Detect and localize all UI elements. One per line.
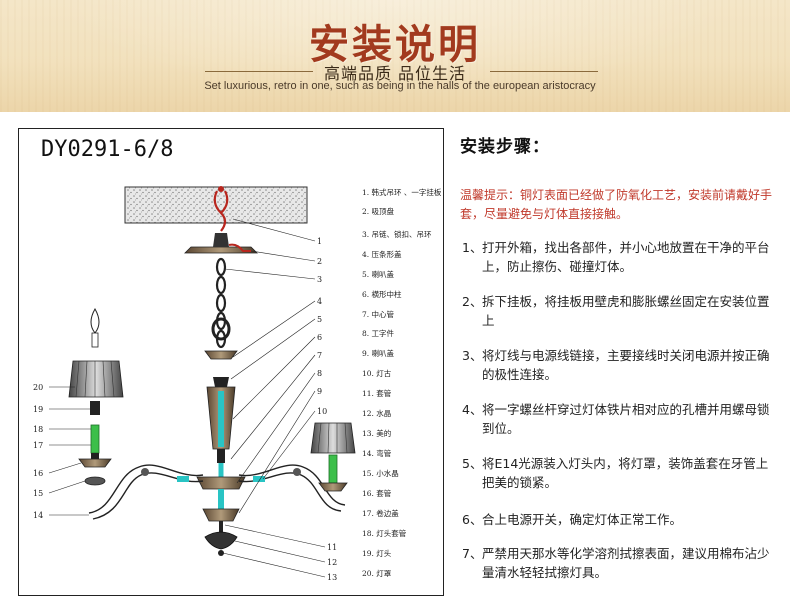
callout-12: 12 [327, 558, 337, 567]
callout-11: 11 [327, 543, 337, 552]
callout-3: 3 [317, 275, 322, 284]
step-number: 7、 [462, 546, 483, 561]
left-callout-numbers: 20 19 18 17 16 15 14 [33, 383, 43, 520]
part-item: 17. 卷边盖 [362, 509, 399, 518]
callout-16: 16 [33, 469, 43, 478]
ceiling-hook [218, 186, 224, 192]
step-number: 5、 [462, 456, 483, 471]
callout-15: 15 [33, 489, 43, 498]
step-item: 5、 将E14光源装入灯头内，将灯罩，装饰盖套在牙管上把美的锁紧。 [462, 454, 780, 492]
callout-1: 1 [317, 237, 322, 246]
callout-14: 14 [33, 511, 43, 520]
banner-subtitle: 高端品质 品位生活 [323, 64, 467, 83]
right-glass-sleeve [328, 454, 338, 484]
part-item: 6. 横形中柱 [362, 290, 402, 299]
callout-9: 9 [317, 387, 322, 396]
callout-5: 5 [317, 315, 322, 324]
warm-tip: 温馨提示：铜灯表面已经做了防氧化工艺，安装前请戴好手套，尽量避免与灯体直接接触。 [460, 186, 778, 224]
callout-2: 2 [317, 257, 322, 266]
part-item: 10. 灯古 [362, 369, 392, 378]
bottom-finial [204, 531, 238, 550]
part-item: 19. 灯头 [362, 549, 392, 558]
step-text: 拆下挂板，将挂板用壁虎和膨胀螺丝固定在安装位置上 [482, 294, 770, 328]
callout-8: 8 [317, 369, 322, 378]
lower-bowl [196, 476, 246, 490]
step-number: 4、 [462, 402, 483, 417]
center-pipe-glass [218, 391, 224, 447]
canopy-red-wire [228, 243, 251, 252]
part-item: 5. 喇叭盖 [362, 270, 395, 279]
tip-text: 铜灯表面已经做了防氧化工艺，安装前请戴好手套，尽量避免与灯体直接接触。 [460, 188, 773, 221]
arm-crystal-left [177, 476, 189, 482]
step-item: 3、 将灯线与电源线链接，主要接线时关闭电源并按正确的极性连接。 [462, 346, 780, 384]
part-item: 11. 套管 [362, 389, 392, 398]
callout-17: 17 [33, 441, 43, 450]
part-item: 20. 灯罩 [362, 569, 392, 578]
right-leader-lines [222, 218, 326, 578]
step-text: 严禁用天那水等化学溶剂拭擦表面，建议用棉布沾少量清水轻轻拭擦灯具。 [482, 546, 770, 580]
part-item: 8. 工字件 [362, 329, 395, 338]
part-item: 2. 吸顶盘 [362, 207, 395, 216]
right-callout-numbers: 1 2 3 4 5 6 7 8 9 10 11 12 13 [317, 237, 337, 582]
part-item: 18. 灯头套管 [362, 529, 407, 538]
callout-4: 4 [317, 297, 322, 306]
step-number: 2、 [462, 294, 483, 309]
arm-crystal-right [253, 476, 265, 482]
divider-left [205, 71, 313, 72]
part-item: 9. 喇叭盖 [362, 349, 395, 358]
step-text: 将一字螺丝杆穿过灯体铁片相对应的孔槽并用螺母锁到位。 [482, 402, 770, 436]
step-item: 4、 将一字螺丝杆穿过灯体铁片相对应的孔槽并用螺母锁到位。 [462, 400, 780, 438]
left-bobeche [78, 458, 112, 468]
callout-18: 18 [33, 425, 43, 434]
part-item: 3. 吊链、锁扣、吊环 [362, 230, 432, 239]
step-number: 6、 [462, 512, 483, 527]
callout-7: 7 [317, 351, 322, 360]
part-item: 14. 弯管 [362, 449, 392, 458]
model-number: DY0291-6/8 [41, 137, 174, 162]
ceiling-canopy [184, 246, 258, 254]
steps-heading: 安装步骤： [460, 137, 550, 157]
part-item: 12. 水晶 [362, 409, 392, 418]
part-item: 7. 中心管 [362, 310, 395, 319]
callout-20: 20 [33, 383, 43, 392]
part-item: 4. 压条形盖 [362, 250, 402, 259]
left-leader-lines [48, 386, 91, 516]
banner-english-tagline: Set luxurious, retro in one, such as bei… [204, 80, 596, 92]
step-text: 将灯线与电源线链接，主要接线时关闭电源并按正确的极性连接。 [482, 348, 770, 382]
callout-19: 19 [33, 405, 43, 414]
part-item: 13. 美的 [362, 429, 392, 438]
hanging-chain [213, 190, 229, 232]
step-text: 将E14光源装入灯头内，将灯罩，装饰盖套在牙管上把美的锁紧。 [482, 456, 769, 490]
chain-links [215, 257, 227, 349]
candle-bulb [90, 307, 100, 334]
part-item: 16. 套管 [362, 489, 392, 498]
callout-10: 10 [317, 407, 327, 416]
part-item: 1. 韩式吊环 、一字挂板 [362, 188, 442, 197]
step-item: 1、 打开外箱，找出各部件，并小心地放置在干净的平台上，防止擦伤、碰撞灯体。 [462, 238, 780, 276]
top-cup [204, 350, 238, 360]
step-number: 1、 [462, 240, 483, 255]
hanging-ring [211, 317, 231, 341]
header-banner: 安装说明 高端品质 品位生活 Set luxurious, retro in o… [0, 0, 790, 112]
part-item: 15. 小水晶 [362, 469, 399, 478]
chandelier-drawing: 1 2 3 4 5 6 7 8 9 10 11 12 13 20 19 18 1… [33, 186, 356, 582]
divider-right [490, 71, 598, 72]
chandelier-diagram: DY0291-6/8 [18, 128, 444, 596]
tip-label: 温馨提示： [460, 188, 521, 202]
left-lampshade [68, 360, 124, 398]
left-glass-sleeve [90, 424, 100, 454]
step-item: 7、 严禁用天那水等化学溶剂拭擦表面，建议用棉布沾少量清水轻轻拭擦灯具。 [462, 544, 780, 582]
step-item: 2、 拆下挂板，将挂板用壁虎和膨胀螺丝固定在安装位置上 [462, 292, 780, 330]
step-text: 合上电源开关，确定灯体正常工作。 [482, 512, 683, 527]
callout-6: 6 [317, 333, 322, 342]
right-lampshade [310, 422, 356, 454]
step-item: 6、 合上电源开关，确定灯体正常工作。 [462, 510, 780, 529]
step-text: 打开外箱，找出各部件，并小心地放置在干净的平台上，防止擦伤、碰撞灯体。 [482, 240, 770, 274]
step-number: 3、 [462, 348, 483, 363]
subtitle-row: 高端品质 品位生活 [0, 60, 790, 83]
callout-13: 13 [327, 573, 337, 582]
center-column-top [213, 377, 229, 387]
page-title: 安装说明 [309, 21, 481, 68]
